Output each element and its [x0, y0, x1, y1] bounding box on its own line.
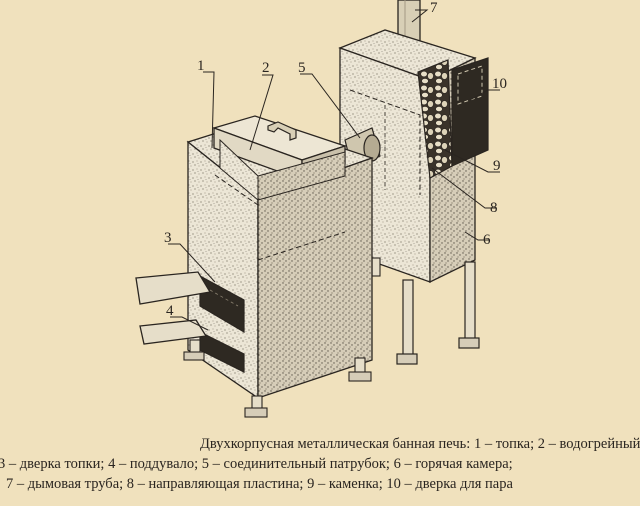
- label-5: 5: [298, 60, 306, 76]
- leader-lines: [168, 9, 500, 331]
- label-3: 3: [164, 230, 172, 246]
- ash-pit-door: [139, 319, 245, 373]
- label-2: 2: [262, 60, 270, 76]
- tank-lid-handle: [267, 121, 297, 141]
- caption-line-2: 3 – дверка топки; 4 – поддувало; 5 – сое…: [0, 456, 513, 472]
- label-7: 7: [430, 0, 438, 16]
- caption-line-3: 7 – дымовая труба; 8 – направляющая плас…: [6, 476, 513, 492]
- label-6: 6: [483, 232, 491, 248]
- label-8: 8: [490, 200, 498, 216]
- left-legs: [183, 339, 372, 418]
- label-4: 4: [166, 303, 174, 319]
- caption-line-1: Двухкорпусная металлическая банная печь:…: [200, 436, 640, 452]
- water-tank: [211, 115, 348, 202]
- steam-door: [451, 57, 489, 167]
- label-1: 1: [197, 58, 205, 74]
- label-10: 10: [492, 76, 507, 92]
- fire-door: [135, 271, 245, 334]
- label-9: 9: [493, 158, 501, 174]
- right-legs: [371, 257, 480, 365]
